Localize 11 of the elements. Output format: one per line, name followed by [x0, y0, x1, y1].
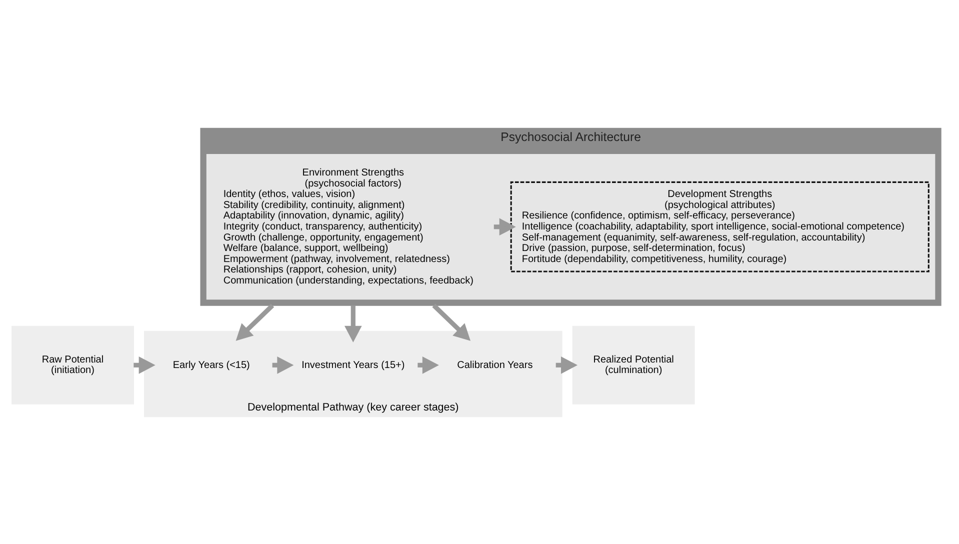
cluster	[206, 154, 936, 300]
arrow	[344, 304, 362, 342]
node-box: Development Strengths (psychological attributes) Resilience (confidence, optimism, self-efficacy, perseverance) Intelligence (coachability, adaptability, sport intelligence, social-emotional competence) Self-management (equanimity, self-awareness, self-regulation, accountability) Drive (passion, purpose, self-determination, focus) Fortitude (dependability, competitiveness, humility, courage)	[510, 180, 930, 272]
node-text: Investment Years (15+)	[302, 359, 405, 370]
node-text: Calibration Years	[457, 359, 533, 370]
node-text: Environment Strengths (psychosocial factors) Identity (ethos, values, vision) Stability (credibility, continuity, alignment) Adaptability (innovation, dynamic, agility) Integrity (conduct, transparency, authenticity) Growth (challenge, opportunity, engagement) Welfare (balance, support, wellbeing) Empowerment (pathway, involvement, relatedness) Relationships (rapport, cohesion, unity) Communication (understanding, expectations, feedback)	[223, 167, 474, 286]
arrow	[236, 303, 274, 340]
arrow	[432, 303, 471, 340]
node-text: Early Years (<15)	[172, 359, 250, 370]
node-box: Realized Potential (culmination)	[572, 325, 695, 404]
node-box: Raw Potential (initiation)	[12, 325, 134, 404]
